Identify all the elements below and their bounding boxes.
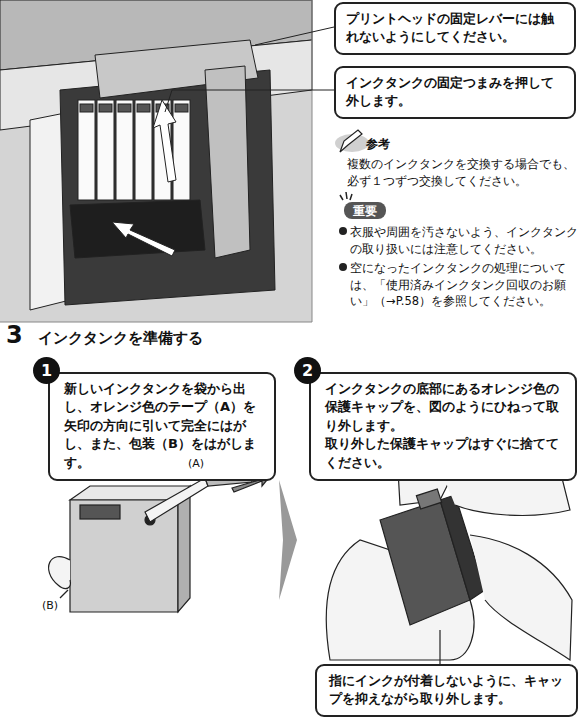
important-badge: 重要 (353, 203, 377, 220)
ink-tank-illustration (49, 462, 272, 612)
instruction-box: インクタンクの底部にあるオレンジ色の保護キャップを、図のようにひねって取り外しま… (309, 372, 577, 481)
bullet-text: 空になったインクタンクの処理については、「使用済みインクタンク回収のお願い」（→… (350, 260, 578, 310)
bullet (339, 227, 347, 235)
callout-box: 指にインクが付着しないように、キャップを抑えながら取り外します。 (315, 664, 578, 717)
part-label: (A) (188, 456, 204, 472)
node-text: インクタンクの底部にあるオレンジ色の保護キャップを、図のようにひねって取り外しま… (325, 380, 567, 435)
callout-box: プリントヘッドの固定レバーには触れないようにしてください。 (334, 2, 576, 55)
note-icon (335, 130, 369, 152)
node-text: 1 (41, 363, 52, 379)
note-text: 複数のインクタンクを交換する場合でも、必ず１つずつ交換してください。 (347, 156, 577, 189)
step-heading: インクタンクを準備する (38, 328, 203, 350)
step-arrow (279, 480, 297, 600)
node-text: インクタンクの固定つまみを押して外します。 (346, 74, 566, 111)
node-text: 指にインクが付着しないように、キャップを抑えながら取り外します。 (329, 672, 568, 709)
node-text: 新しいインクタンクを袋から出し、オレンジ色のテープ（A）を矢印の方向に引いて完全… (64, 380, 266, 472)
instruction-box: 新しいインクタンクを袋から出し、オレンジ色のテープ（A）を矢印の方向に引いて完全… (48, 372, 276, 481)
note-badge: 参考 (366, 136, 390, 153)
step-number: 2 (294, 357, 321, 384)
important-icon (340, 192, 386, 219)
node-text: プリントヘッドの固定レバーには触れないようにしてください。 (346, 10, 566, 47)
bullet-text: 衣服や周囲を汚さないよう、インクタンクの取り扱いには注意してください。 (350, 224, 578, 257)
part-label: (B) (42, 598, 58, 614)
leader-line (255, 27, 334, 45)
node-text: 取り外した保護キャップはすぐに捨ててください。 (325, 435, 567, 472)
leader-line (165, 90, 334, 112)
printer-illustration (0, 0, 312, 322)
bullet (339, 263, 347, 271)
step-heading-number: 3 (6, 318, 23, 353)
step-number: 1 (33, 357, 60, 384)
node-text: 2 (302, 363, 313, 379)
callout-box: インクタンクの固定つまみを押して外します。 (334, 66, 576, 119)
